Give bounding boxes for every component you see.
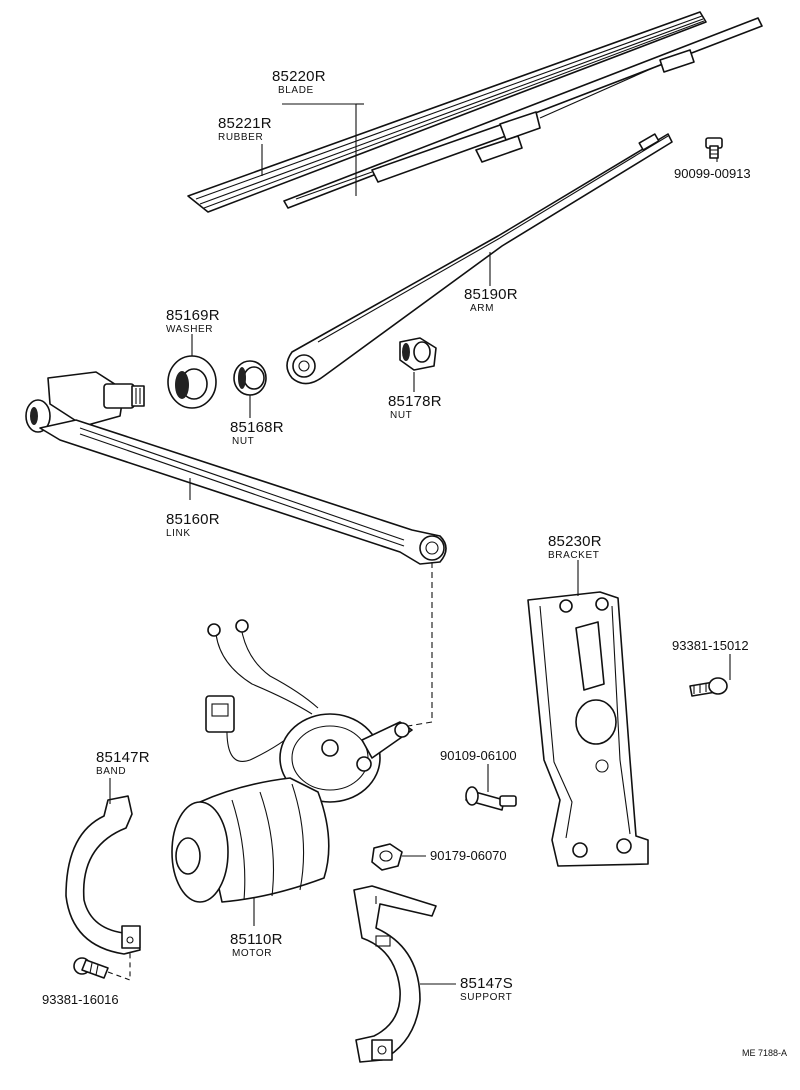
reference-code: ME 7188-A xyxy=(742,1048,787,1058)
label-motor-number: 85110R xyxy=(230,931,283,948)
part-labels: 85220R BLADE 85221R RUBBER 90099-00913 8… xyxy=(42,68,787,1058)
band-drawing xyxy=(65,795,141,955)
leader-lines xyxy=(109,103,731,985)
label-arm-number: 85190R xyxy=(464,286,518,303)
label-bracket-name: BRACKET xyxy=(548,550,599,561)
label-arm-name: ARM xyxy=(470,303,494,314)
blade-assembly-drawing xyxy=(187,11,763,213)
label-nut-85178-name: NUT xyxy=(390,410,412,421)
label-bolt-90109-number: 90109-06100 xyxy=(440,748,517,763)
support-drawing xyxy=(353,885,437,1063)
label-motor-name: MOTOR xyxy=(232,948,272,959)
label-support-name: SUPPORT xyxy=(460,992,512,1003)
label-blade-name: BLADE xyxy=(278,85,314,96)
label-bolt-93381-16016-number: 93381-16016 xyxy=(42,992,119,1007)
bolt-90099-drawing xyxy=(705,137,723,159)
label-rubber-name: RUBBER xyxy=(218,132,263,143)
nut-85168-drawing xyxy=(233,360,267,396)
label-nut-85168-name: NUT xyxy=(232,436,254,447)
nut-90179-drawing xyxy=(371,843,403,871)
label-band-name: BAND xyxy=(96,766,126,777)
label-band-number: 85147R xyxy=(96,749,150,766)
label-nut-85178-number: 85178R xyxy=(388,393,442,410)
label-bolt-90099-number: 90099-00913 xyxy=(674,166,751,181)
bolt-93381-15012-drawing xyxy=(689,677,728,697)
bolt-93381-16016-drawing xyxy=(73,957,109,979)
label-washer-number: 85169R xyxy=(166,307,220,324)
label-washer-name: WASHER xyxy=(166,324,213,335)
label-bolt-93381-15012-number: 93381-15012 xyxy=(672,638,749,653)
washer-drawing xyxy=(167,355,217,409)
label-rubber-number: 85221R xyxy=(218,115,272,132)
link-drawing xyxy=(25,371,447,565)
arm-drawing xyxy=(286,133,673,385)
label-nut-85168-number: 85168R xyxy=(230,419,284,436)
label-link-number: 85160R xyxy=(166,511,220,528)
motor-drawing xyxy=(171,619,413,903)
label-support-number: 85147S xyxy=(460,975,513,992)
nut-85178-drawing xyxy=(399,337,437,371)
label-blade-number: 85220R xyxy=(272,68,326,85)
label-bracket-number: 85230R xyxy=(548,533,602,550)
bracket-drawing xyxy=(527,591,649,867)
bolt-90109-drawing xyxy=(465,786,517,811)
label-nut-90179-number: 90179-06070 xyxy=(430,848,507,863)
label-link-name: LINK xyxy=(166,528,191,539)
